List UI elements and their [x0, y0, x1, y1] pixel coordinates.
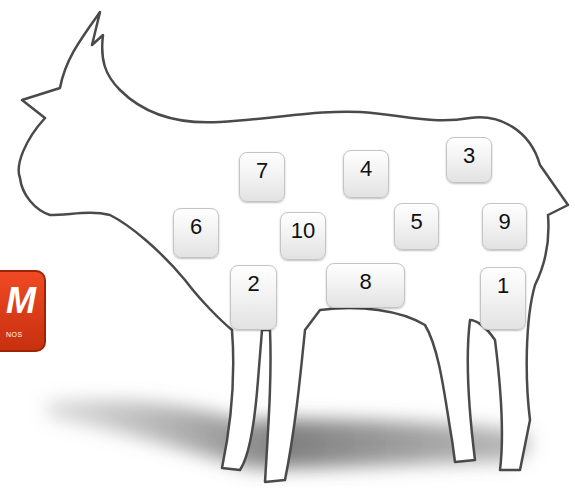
logo-text: NOS — [6, 330, 44, 340]
cut-number: 3 — [463, 144, 475, 168]
cut-number: 1 — [497, 274, 509, 298]
cut-number-tile: 4 — [343, 150, 389, 198]
cut-number: 8 — [359, 270, 371, 294]
cut-number-tile: 3 — [446, 137, 492, 183]
cut-number-tile: 1 — [480, 267, 526, 330]
cut-number: 9 — [498, 210, 510, 234]
goat-outline — [19, 12, 568, 482]
cut-number-tile: 5 — [394, 203, 439, 250]
cut-number: 2 — [247, 272, 259, 296]
cut-number-tile: 7 — [239, 152, 285, 202]
cut-number: 6 — [190, 215, 202, 239]
cut-number: 5 — [410, 210, 422, 234]
cut-number-tile: 6 — [173, 208, 219, 258]
cut-number: 4 — [360, 157, 372, 181]
cut-number: 7 — [256, 159, 268, 183]
cut-number-tile: 10 — [280, 212, 326, 260]
cut-number-tile: 9 — [482, 203, 527, 250]
logo-text: M — [6, 282, 44, 320]
cut-number-tile: 2 — [230, 265, 277, 330]
brand-logo: M NOS — [0, 270, 46, 352]
cut-number: 10 — [291, 219, 315, 243]
cut-number-tile: 8 — [326, 263, 405, 308]
